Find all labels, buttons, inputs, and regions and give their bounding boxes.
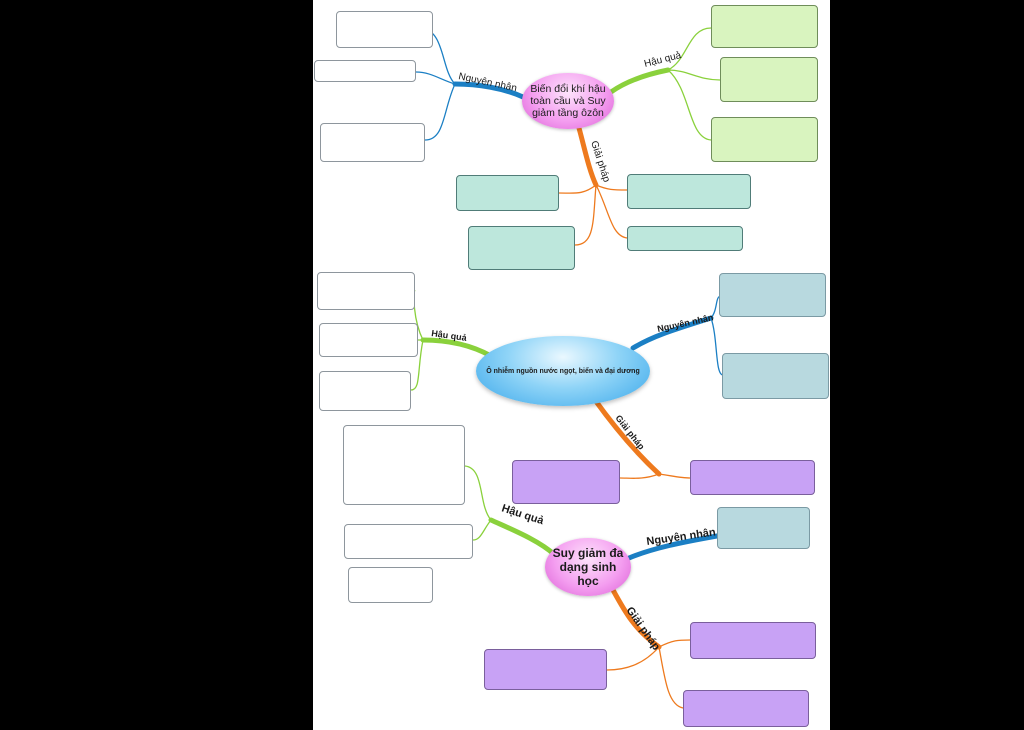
map2-solution-box-1[interactable] — [512, 460, 620, 504]
map3-center-text: Suy giảm đa dạng sinh học — [552, 546, 624, 588]
map2-effect-box-3[interactable] — [319, 371, 411, 411]
map2-cause-label: Nguyên nhân — [656, 312, 714, 334]
map1-effect-label: Hậu quả — [643, 50, 683, 70]
map2-solution-fork-1 — [619, 473, 660, 479]
map1-solution-box-4[interactable] — [627, 226, 743, 251]
map2-cause-fork-2 — [710, 317, 724, 376]
map3-effect-box-3[interactable] — [348, 567, 433, 603]
map3-solution-box-3[interactable] — [683, 690, 809, 727]
map3-solution-box-2[interactable] — [690, 622, 816, 659]
connector-layer: Nguyên nhân Hậu quả Giải pháp Hậu quả Ng… — [410, 27, 724, 709]
map2-center-text: Ô nhiễm nguồn nước ngọt, biển và đại dươ… — [486, 367, 640, 375]
map2-center-node: Ô nhiễm nguồn nước ngọt, biển và đại dươ… — [476, 336, 650, 406]
map3-solution-branch — [610, 587, 662, 650]
map1-solution-fork-3 — [574, 184, 597, 246]
map2-cause-branch — [630, 315, 714, 351]
map1-effect-box-2[interactable] — [720, 57, 818, 102]
mind-map-page: Nguyên nhân Hậu quả Giải pháp Hậu quả Ng… — [313, 0, 830, 730]
map2-cause-box-1[interactable] — [719, 273, 826, 317]
map3-effect-branch — [488, 517, 558, 558]
map1-effect-fork-3 — [667, 69, 712, 141]
map3-solution-fork-3 — [658, 646, 684, 709]
map2-effect-fork-3 — [410, 339, 424, 391]
map3-effect-fork-2 — [472, 519, 492, 541]
map2-solution-branch — [592, 397, 662, 477]
map2-effect-branch — [420, 337, 494, 359]
map3-center-node: Suy giảm đa dạng sinh học — [545, 538, 631, 596]
map1-effect-box-3[interactable] — [711, 117, 818, 162]
map3-effect-box-1[interactable] — [343, 425, 465, 505]
map1-solution-fork-2 — [595, 184, 628, 191]
map3-solution-fork-1 — [606, 646, 660, 671]
map3-effect-label: Hậu quả — [500, 502, 546, 527]
map1-center-node: Biến đổi khí hậu toàn cầu và Suy giảm tầ… — [522, 73, 614, 129]
map2-solution-box-2[interactable] — [690, 460, 815, 495]
map1-solution-box-1[interactable] — [456, 175, 559, 211]
map2-effect-box-2[interactable] — [319, 323, 418, 357]
map1-solution-branch — [576, 125, 599, 188]
map3-solution-label: Giải pháp — [624, 605, 663, 653]
map1-cause-fork-3 — [424, 83, 456, 141]
map1-effect-fork-2 — [667, 69, 721, 81]
map2-effect-box-1[interactable] — [317, 272, 415, 310]
map1-center-text: Biến đổi khí hậu toàn cầu và Suy giảm tầ… — [530, 83, 606, 119]
map2-cause-box-2[interactable] — [722, 353, 829, 399]
map1-effect-branch — [608, 67, 671, 95]
map1-effect-box-1[interactable] — [711, 5, 818, 48]
map1-solution-box-2[interactable] — [627, 174, 751, 209]
map3-solution-box-1[interactable] — [484, 649, 607, 690]
map3-effect-fork-1 — [464, 465, 492, 521]
map1-cause-branch — [452, 81, 526, 100]
map1-solution-fork-4 — [595, 184, 628, 239]
map1-cause-box-2[interactable] — [314, 60, 416, 82]
map1-cause-box-1[interactable] — [336, 11, 433, 48]
map1-cause-box-3[interactable] — [320, 123, 425, 162]
map1-solution-fork-1 — [558, 184, 597, 194]
map3-cause-box-1[interactable] — [717, 507, 810, 549]
map3-solution-fork-2 — [658, 639, 691, 648]
map1-solution-box-3[interactable] — [468, 226, 575, 270]
map1-cause-label: Nguyên nhân — [457, 71, 517, 94]
map1-effect-fork-1 — [667, 27, 712, 71]
map3-effect-box-2[interactable] — [344, 524, 473, 559]
map2-solution-fork-2 — [658, 473, 691, 479]
map3-cause-branch — [626, 533, 720, 561]
map1-cause-fork-2 — [415, 71, 456, 85]
